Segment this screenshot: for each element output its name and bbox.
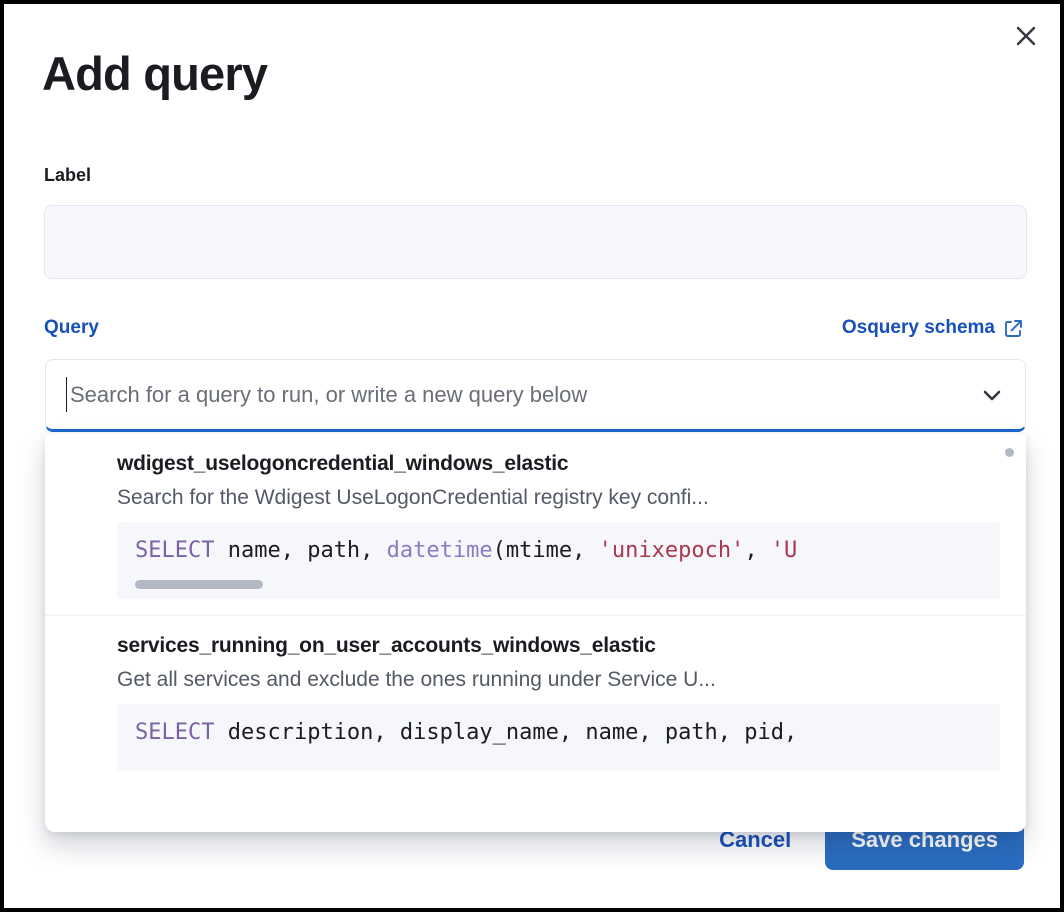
osquery-schema-link-label: Osquery schema — [841, 317, 995, 338]
dropdown-scrollbar[interactable] — [1005, 448, 1014, 457]
chevron-down-icon-glyph — [983, 390, 1001, 400]
external-link-icon-glyph — [1005, 319, 1022, 337]
suggestion-title: services_running_on_user_accounts_window… — [117, 633, 656, 657]
suggestion-description: Get all services and exclude the ones ru… — [117, 667, 716, 691]
query-search-combobox[interactable]: Search for a query to run, or write a ne… — [45, 359, 1026, 432]
code-horizontal-scrollbar[interactable] — [135, 579, 263, 589]
chevron-down-icon[interactable] — [977, 380, 1007, 410]
suggestion-code-block: SELECT name, path, datetime(mtime, 'unix… — [117, 522, 1000, 599]
label-input[interactable] — [44, 205, 1027, 279]
osquery-schema-link[interactable]: Osquery schema — [842, 317, 1024, 339]
list-item[interactable]: wdigest_uselogoncredential_windows_elast… — [45, 434, 1026, 599]
label-field-label: Label — [44, 165, 92, 185]
suggestion-list: wdigest_uselogoncredential_windows_elast… — [45, 434, 1026, 772]
query-field-label: Query — [44, 317, 99, 338]
query-suggestions-dropdown: wdigest_uselogoncredential_windows_elast… — [45, 434, 1026, 832]
sql-code-line: SELECT description, display_name, name, … — [135, 719, 798, 745]
suggestion-code-block: SELECT description, display_name, name, … — [117, 703, 1000, 772]
close-icon[interactable] — [1006, 16, 1046, 56]
add-query-modal: Add query Label Query Osquery schema Sea… — [4, 4, 1060, 908]
query-search-input[interactable]: Search for a query to run, or write a ne… — [70, 381, 588, 407]
suggestion-description: Search for the Wdigest UseLogonCredentia… — [117, 486, 709, 509]
code-spacer — [135, 747, 982, 761]
sql-code-line: SELECT name, path, datetime(mtime, 'unix… — [135, 538, 798, 563]
close-icon-glyph — [1016, 26, 1036, 46]
external-link-icon — [1003, 318, 1024, 339]
suggestion-title: wdigest_uselogoncredential_windows_elast… — [117, 452, 569, 475]
page-title: Add query — [42, 47, 268, 100]
text-caret — [66, 377, 67, 412]
list-item[interactable]: services_running_on_user_accounts_window… — [45, 614, 1026, 772]
